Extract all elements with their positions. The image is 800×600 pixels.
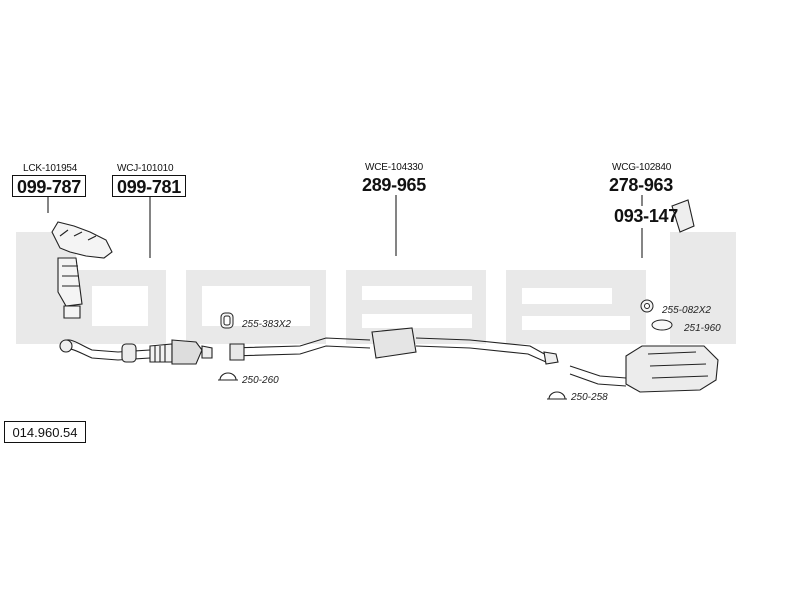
part-number-099-787: 099-787 (12, 175, 86, 197)
fitting-255-082x2-icon (640, 299, 654, 313)
leader-lines (47, 195, 643, 258)
part-number-289-965: 289-965 (362, 175, 426, 195)
part-ref-wcj-101010: WCJ-101010 (117, 163, 174, 174)
catalog-number: 014.960.54 (4, 421, 86, 443)
fitting-label-255-082x2: 255-082X2 (662, 305, 711, 316)
fitting-255-383x2-icon (220, 312, 234, 329)
bracket-number-093-147: 093-147 (614, 206, 678, 226)
fitting-label-250-260: 250-260 (242, 375, 279, 386)
bracket-part (671, 199, 695, 233)
clamp-250-258-icon (547, 391, 567, 400)
manifold-catalyst-part (51, 221, 113, 319)
middle-pipe-part (229, 327, 559, 365)
part-ref-wcg-102840: WCG-102840 (612, 162, 672, 173)
part-ref-lck-101954: LCK-101954 (23, 163, 78, 174)
fitting-label-255-383x2: 255-383X2 (242, 319, 291, 330)
fitting-label-251-960: 251-960 (684, 323, 721, 334)
clamp-250-260-icon (218, 372, 238, 381)
flex-pipe-part (149, 339, 213, 365)
part-number-278-963: 278-963 (609, 175, 673, 195)
part-number-099-781: 099-781 (112, 175, 186, 197)
front-pipe-part (59, 339, 151, 363)
part-ref-wce-104330: WCE-104330 (365, 162, 424, 173)
rear-silencer-part (569, 345, 719, 393)
gasket-251-960-icon (651, 319, 673, 331)
fitting-label-250-258: 250-258 (571, 392, 608, 403)
